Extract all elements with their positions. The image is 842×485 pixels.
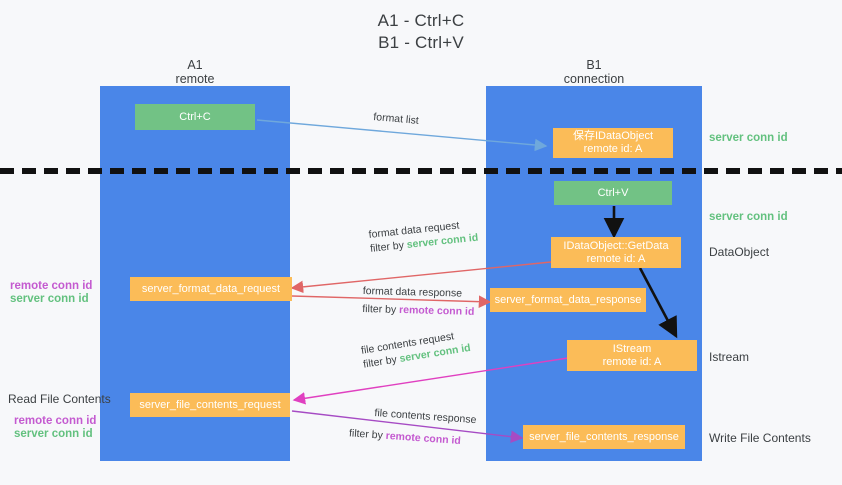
- title-line-2: B1 - Ctrl+V: [378, 33, 464, 52]
- node-istream[interactable]: IStream remote id: A: [567, 340, 697, 371]
- page-title: A1 - Ctrl+C B1 - Ctrl+V: [0, 10, 842, 54]
- filter-prefix: filter by: [369, 239, 408, 255]
- node-idataobject-line1: 保存IDataObject: [572, 130, 654, 142]
- lane-header-b1: B1 connection: [514, 58, 674, 86]
- arrow-format-list: [256, 119, 548, 152]
- lane-b1-sublabel: connection: [563, 72, 625, 86]
- node-ctrl-v[interactable]: Ctrl+V: [554, 181, 672, 205]
- right-label-server-conn-id-mid: server conn id: [709, 211, 788, 223]
- node-server-format-data-request[interactable]: server_format_data_request: [130, 277, 292, 301]
- filter-prefix: filter by: [348, 427, 387, 442]
- node-idataobject-line2: remote id: A: [583, 143, 643, 155]
- left-label-server-conn-id-mid: server conn id: [10, 293, 89, 305]
- arrow-file-contents-request: [292, 357, 569, 405]
- filter-key-remote-conn-id: remote conn id: [398, 303, 475, 318]
- node-server-format-data-response-label: server_format_data_response: [494, 293, 642, 306]
- node-getdata-line2: remote id: A: [586, 252, 646, 265]
- node-server-file-contents-response-label: server_file_contents_response: [529, 430, 679, 443]
- edge-label-file-contents-response: file contents response filter by remote …: [349, 406, 477, 449]
- left-label-remote-conn-id-mid: remote conn id: [10, 280, 93, 292]
- lane-header-a1: A1 remote: [115, 58, 275, 86]
- lane-b1-name: B1: [586, 58, 602, 72]
- arrow-file-contents-response: [291, 410, 524, 443]
- node-server-file-contents-request-label: server_file_contents_request: [139, 398, 281, 411]
- filter-prefix: filter by: [362, 302, 400, 316]
- left-label-read-file-contents: Read File Contents: [8, 392, 111, 406]
- right-label-server-conn-id-top: server conn id: [709, 132, 788, 144]
- left-label-server-conn-id-bottom: server conn id: [14, 428, 93, 440]
- node-idataobject-getdata[interactable]: IDataObject::GetData remote id: A: [551, 237, 681, 268]
- node-server-file-contents-response[interactable]: server_file_contents_response: [523, 425, 685, 449]
- right-label-istream: Istream: [709, 350, 750, 364]
- node-ctrl-c-label: Ctrl+C: [179, 110, 211, 123]
- phase-divider: [0, 168, 842, 174]
- lane-a1-sublabel: remote: [175, 72, 215, 86]
- node-getdata-line1: IDataObject::GetData: [563, 239, 669, 252]
- edge-label-format-data-response: format data response filter by remote co…: [362, 284, 475, 319]
- node-server-format-data-request-label: server_format_data_request: [141, 282, 281, 295]
- arrow-getdata-to-istream: [638, 267, 678, 339]
- node-istream-line1: IStream: [612, 342, 652, 355]
- left-label-remote-conn-id-bottom: remote conn id: [14, 415, 97, 427]
- right-label-write-file-contents: Write File Contents: [709, 431, 811, 445]
- edge-format-data-response-filter: filter by remote conn id: [362, 302, 474, 319]
- node-server-format-data-response[interactable]: server_format_data_response: [490, 288, 646, 312]
- edge-format-data-response-text: format data response: [362, 284, 463, 300]
- node-ctrl-v-label: Ctrl+V: [597, 186, 629, 199]
- node-ctrl-c[interactable]: Ctrl+C: [135, 104, 255, 130]
- arrow-format-data-request: [290, 261, 552, 294]
- node-server-file-contents-request[interactable]: server_file_contents_request: [130, 393, 290, 417]
- right-label-dataobject: DataObject: [709, 245, 770, 259]
- node-idataobject[interactable]: 保存IDataObject remote id: A: [553, 128, 673, 158]
- node-istream-line2: remote id: A: [602, 355, 662, 368]
- lane-a1-name: A1: [187, 58, 203, 72]
- title-line-1: A1 - Ctrl+C: [377, 11, 465, 30]
- arrow-format-data-response: [291, 295, 492, 308]
- edge-format-list-text: format list: [372, 110, 420, 127]
